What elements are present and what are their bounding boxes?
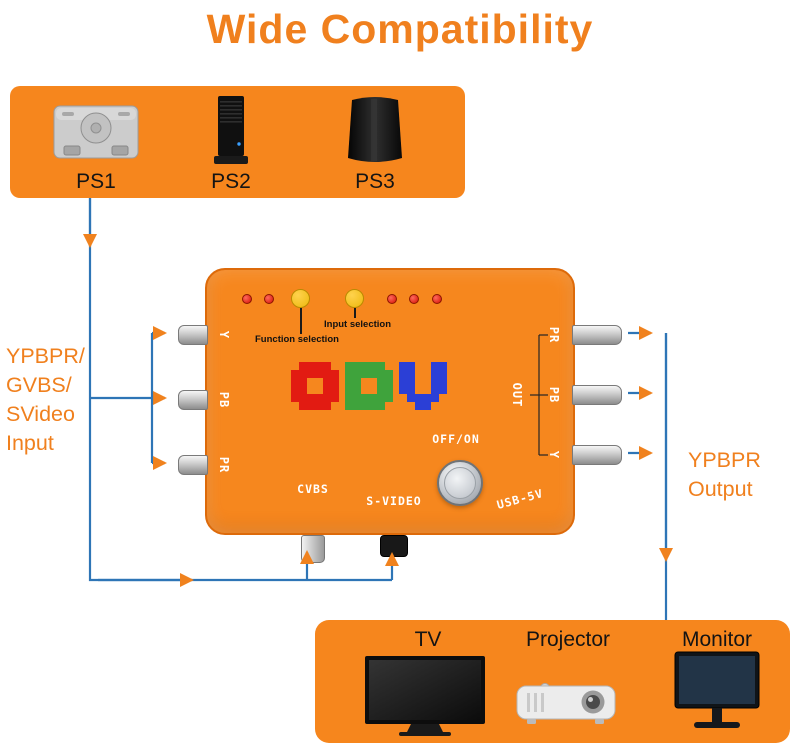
port-label-pr-in: PR — [217, 456, 231, 474]
projector-icon — [516, 683, 616, 724]
rca-jack-pb-out[interactable] — [572, 385, 622, 405]
led-indicator — [432, 294, 442, 304]
tv-icon — [365, 656, 485, 736]
svideo-label: S-VIDEO — [366, 494, 422, 508]
function-selection-label: Function selection — [255, 334, 339, 345]
power-button[interactable] — [437, 460, 483, 506]
output-type-label: YPBPR Output — [688, 448, 761, 501]
led-indicator — [409, 294, 419, 304]
usb-label: USB-5V — [495, 486, 545, 512]
output-label-tv: TV — [414, 628, 442, 651]
output-label-projector: Projector — [525, 628, 611, 651]
rca-jack-y-out[interactable] — [572, 445, 622, 465]
output-wires — [628, 326, 673, 620]
source-label: PS3 — [355, 170, 395, 193]
ps3-console-icon — [348, 97, 402, 162]
callout-line — [300, 308, 302, 334]
input-selection-label: Input selection — [324, 319, 392, 330]
out-label: OUT — [510, 382, 524, 408]
source-label: PS1 — [76, 170, 116, 193]
cvbs-label: CVBS — [297, 482, 329, 496]
odv-logo — [291, 362, 447, 410]
rca-jack-pr-out[interactable] — [572, 325, 622, 345]
ps1-console-icon — [53, 105, 139, 159]
function-select-button[interactable] — [291, 289, 310, 308]
monitor-icon — [674, 651, 760, 728]
led-indicator — [242, 294, 252, 304]
port-label-pb-in: PB — [217, 391, 231, 409]
led-indicator — [387, 294, 397, 304]
logo-letter-v — [399, 362, 447, 410]
out-bracket — [530, 334, 548, 456]
input-select-button[interactable] — [345, 289, 364, 308]
svideo-port[interactable] — [380, 535, 408, 557]
port-label-y-in: Y — [217, 330, 231, 340]
sources-panel: PS1 PS2 PS3 — [10, 86, 465, 198]
led-indicator — [264, 294, 274, 304]
logo-letter-o — [291, 362, 339, 410]
rca-jack-pr-in[interactable] — [178, 455, 208, 475]
logo-letter-d — [345, 362, 393, 410]
rca-jack-y-in[interactable] — [178, 325, 208, 345]
cvbs-jack[interactable] — [301, 535, 325, 563]
outputs-panel: TV Projector Monit — [315, 620, 790, 743]
source-label: PS2 — [211, 170, 251, 193]
input-types-label: YPBPR/ GVBS/ SVideo Input — [6, 344, 85, 455]
ps2-console-icon — [214, 96, 248, 164]
output-label-monitor: Monitor — [681, 628, 753, 651]
callout-line — [354, 308, 356, 318]
rca-jack-pb-in[interactable] — [178, 390, 208, 410]
power-label: OFF/ON — [432, 432, 480, 446]
page-title: Wide Compatibility — [206, 6, 594, 52]
converter-device: Input selection Function selection Y PB … — [178, 268, 622, 563]
